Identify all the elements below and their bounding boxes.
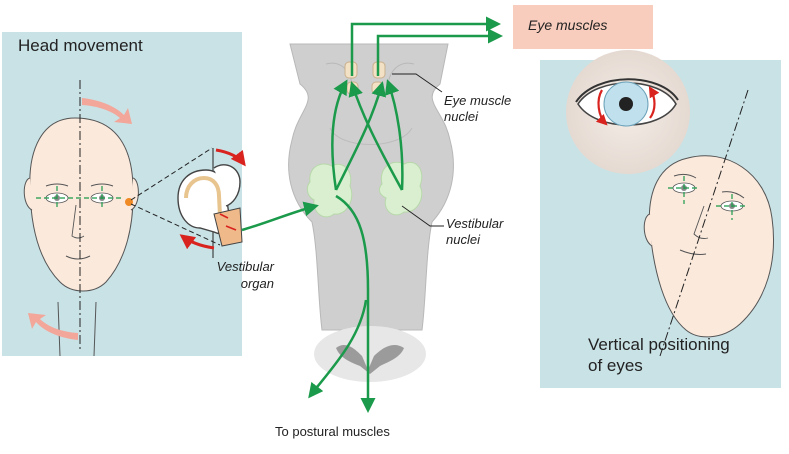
vestibular-organ-line1: Vestibular: [154, 258, 274, 275]
vestibular-organ-line2: organ: [154, 275, 274, 292]
eye-muscles-label: Eye muscles: [528, 17, 607, 33]
spinal-cord: [314, 326, 426, 382]
vertical-positioning-line2: of eyes: [588, 355, 730, 376]
vestibular-nuclei-line2: nuclei: [446, 232, 503, 248]
vestibular-nuclei-label: Vestibular nuclei: [446, 216, 503, 248]
vertical-positioning-line1: Vertical positioning: [588, 334, 730, 355]
eye-muscle-nuclei-line2: nuclei: [444, 109, 511, 125]
head-movement-label: Head movement: [18, 36, 143, 56]
vestibular-organ-label: Vestibular organ: [154, 258, 274, 292]
eye-muscle-nuclei-label: Eye muscle nuclei: [444, 93, 511, 125]
eye-muscle-nuclei-line1: Eye muscle: [444, 93, 511, 109]
vertical-positioning-label: Vertical positioning of eyes: [588, 334, 730, 376]
vestibular-nuclei-line1: Vestibular: [446, 216, 503, 232]
postural-muscles-label: To postural muscles: [275, 424, 390, 439]
